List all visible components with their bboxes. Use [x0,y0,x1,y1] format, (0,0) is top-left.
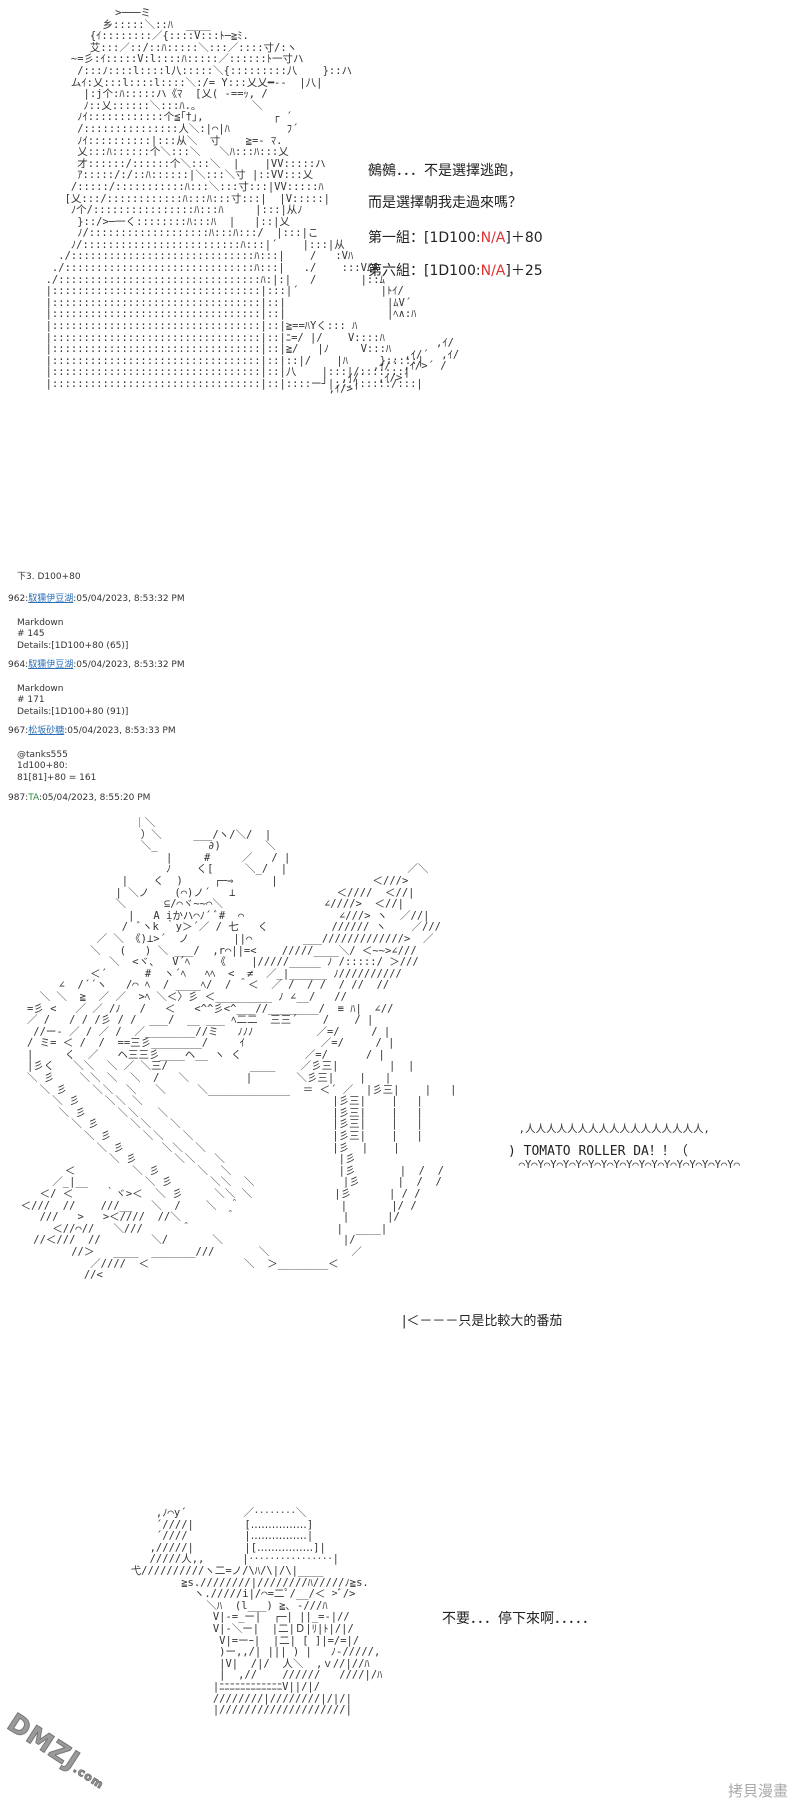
panel1-dialog-line2: 而是選擇朝我走過來嗎？ [368,195,522,211]
group1-prefix: 第一組：[1D100: [368,230,481,246]
group6-suffix: ]＋25 [505,263,543,279]
group6-na: N/A [480,263,506,279]
post-username-link[interactable]: 馭獯伊豆湖 [28,660,74,670]
post-username-link[interactable]: 馭獯伊豆湖 [28,594,74,604]
panel1-guitar-neck-art: ,ｲ/ ,ｲ/´ ,ｲ/ ,ｲ/´ ,ｲ/>´ / ,ｲ/´ ,ｲ/>´ ,ｲ/… [328,337,460,396]
post-username-ta[interactable]: TA [28,793,40,803]
panel3-ascii-art: ,ﾉ⌒y´ ／‥‥‥‥＼ ´////| [‥‥‥‥‥‥‥‥] ´//// |‥‥… [130,1507,383,1717]
log-post-964: 964:馭獯伊豆湖:05/04/2023, 8:53:32 PM Markdow… [8,660,185,717]
post-username-link[interactable]: 松坂砂糖 [28,726,65,736]
panel1-dice-group6: 第六組：[1D100:N/A]＋25 [368,260,543,280]
dmzj-logo-sub: .com [70,1762,107,1792]
group6-prefix: 第六組：[1D100: [368,263,481,279]
panel1-dice-group1: 第一組：[1D100:N/A]＋80 [368,227,543,247]
panel1-note: 下3. D100+80 [17,572,81,582]
log-post-967: 967:松坂砂糖:05/04/2023, 8:53:33 PM @tanks55… [8,726,176,783]
post-header: 964:馭獯伊豆湖:05/04/2023, 8:53:32 PM [8,660,185,670]
post-header: 962:馭獯伊豆湖:05/04/2023, 8:53:32 PM [8,594,185,604]
log-post-987-header: 987:TA:05/04/2023, 8:55:20 PM [8,793,151,803]
shout-bubble-text: ) TOMATO ROLLER DA！！（ [508,1144,688,1159]
group1-na: N/A [480,230,506,246]
panel1-dialog-line1: 鵺鵺．．．不是選擇逃跑， [368,163,522,179]
panel3-dialog: 不要．．．停下來啊．．．．． [442,1611,596,1627]
shout-bubble-bottom-edge: ⌒Y⌒Y⌒Y⌒Y⌒Y⌒Y⌒Y⌒Y⌒Y⌒Y⌒Y⌒Y⌒Y⌒Y⌒Y⌒Y⌒Y⌒ [506,1159,740,1171]
panel2-ascii-art: ｜＼ ）＼ ___/ヽ/＼/ | ＼_ ∂) ＼ | # ／ / | ﾉ く[ … [20,817,457,1282]
corner-watermark: 拷貝漫畫 [728,1782,789,1800]
log-post-962: 962:馭獯伊豆湖:05/04/2023, 8:53:32 PM Markdow… [8,594,185,651]
shout-bubble-top-edge: ,人人人人人人人人人人人人人人人人人, [506,1123,710,1135]
group1-suffix: ]＋80 [505,230,543,246]
tomato-arrow-label: |＜－－－只是比較大的番茄 [402,1314,563,1329]
dmzj-logo-text: DMZJ [1,1707,86,1777]
panel1-ascii-art: >───ミ 乡:::::＼::ﾊ ____ {ｲ::::::::／{::::V:… [45,7,424,390]
post-header: 967:松坂砂糖:05/04/2023, 8:53:33 PM [8,726,176,736]
dmzj-logo-watermark: DMZJ.com [1,1707,114,1795]
